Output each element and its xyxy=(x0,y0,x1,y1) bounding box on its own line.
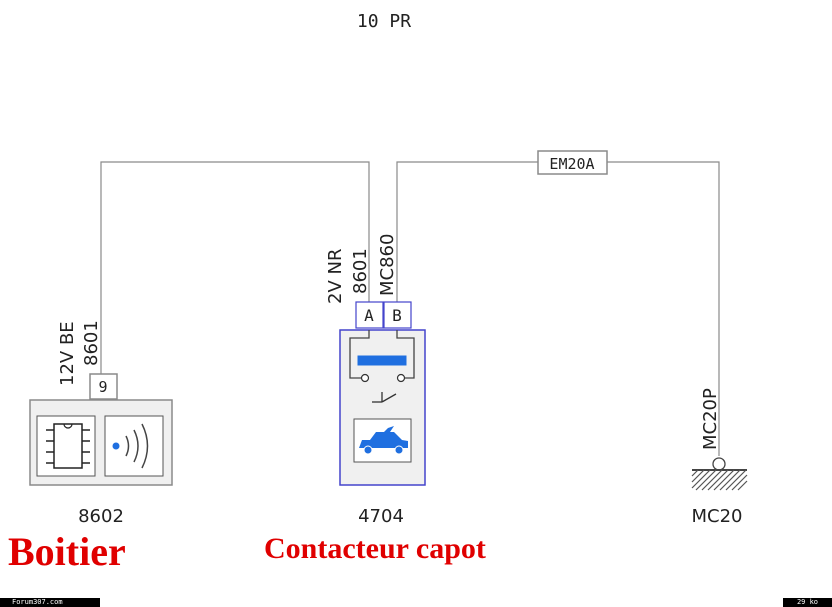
ground-code: MC20 xyxy=(691,506,742,527)
wire-code-mc860: MC860 xyxy=(377,234,398,296)
boitier-code: 8602 xyxy=(78,506,124,527)
footer-size-label: 29 ko xyxy=(783,598,832,607)
pin-b-box xyxy=(383,301,412,329)
pin-9-box xyxy=(89,373,118,400)
receiver-wave-icon xyxy=(104,415,164,477)
fuse-em20a: EM20A xyxy=(537,150,608,175)
chip-icon xyxy=(36,415,96,477)
diagram-header: 10 PR xyxy=(357,11,411,32)
switch-symbol-icon xyxy=(349,330,415,403)
wire-color-2v-nr: 2V NR xyxy=(325,249,346,304)
car-hood-icon xyxy=(353,418,412,463)
fuse-label: EM20A xyxy=(549,155,594,173)
wire-8601 xyxy=(100,161,370,374)
caption-contacteur-capot: Contacteur capot xyxy=(264,532,486,565)
ground-point-label: MC20P xyxy=(700,388,721,450)
pin-a-label: A xyxy=(364,306,374,325)
wire-mc860-left xyxy=(396,161,538,302)
wire-color-12v-be: 12V BE xyxy=(57,321,78,386)
boitier-8602: 9 xyxy=(29,373,173,527)
caption-boitier: Boitier xyxy=(8,529,126,574)
pin-9-label: 9 xyxy=(98,378,107,396)
pin-b-label: B xyxy=(392,306,402,325)
contacteur-4704: A B 4704 xyxy=(339,301,426,527)
ground-hatch-icon xyxy=(691,469,748,491)
ground-mc20: MC20 xyxy=(691,457,748,527)
pin-a-box xyxy=(355,301,384,329)
ground-point-circle xyxy=(712,457,726,471)
wire-mc860-right xyxy=(607,161,720,456)
wire-code-8601-right: 8601 xyxy=(350,248,371,294)
wire-code-8601-left: 8601 xyxy=(81,320,102,366)
contacteur-code: 4704 xyxy=(358,506,404,527)
footer-site-label: Forum307.com xyxy=(0,598,100,607)
